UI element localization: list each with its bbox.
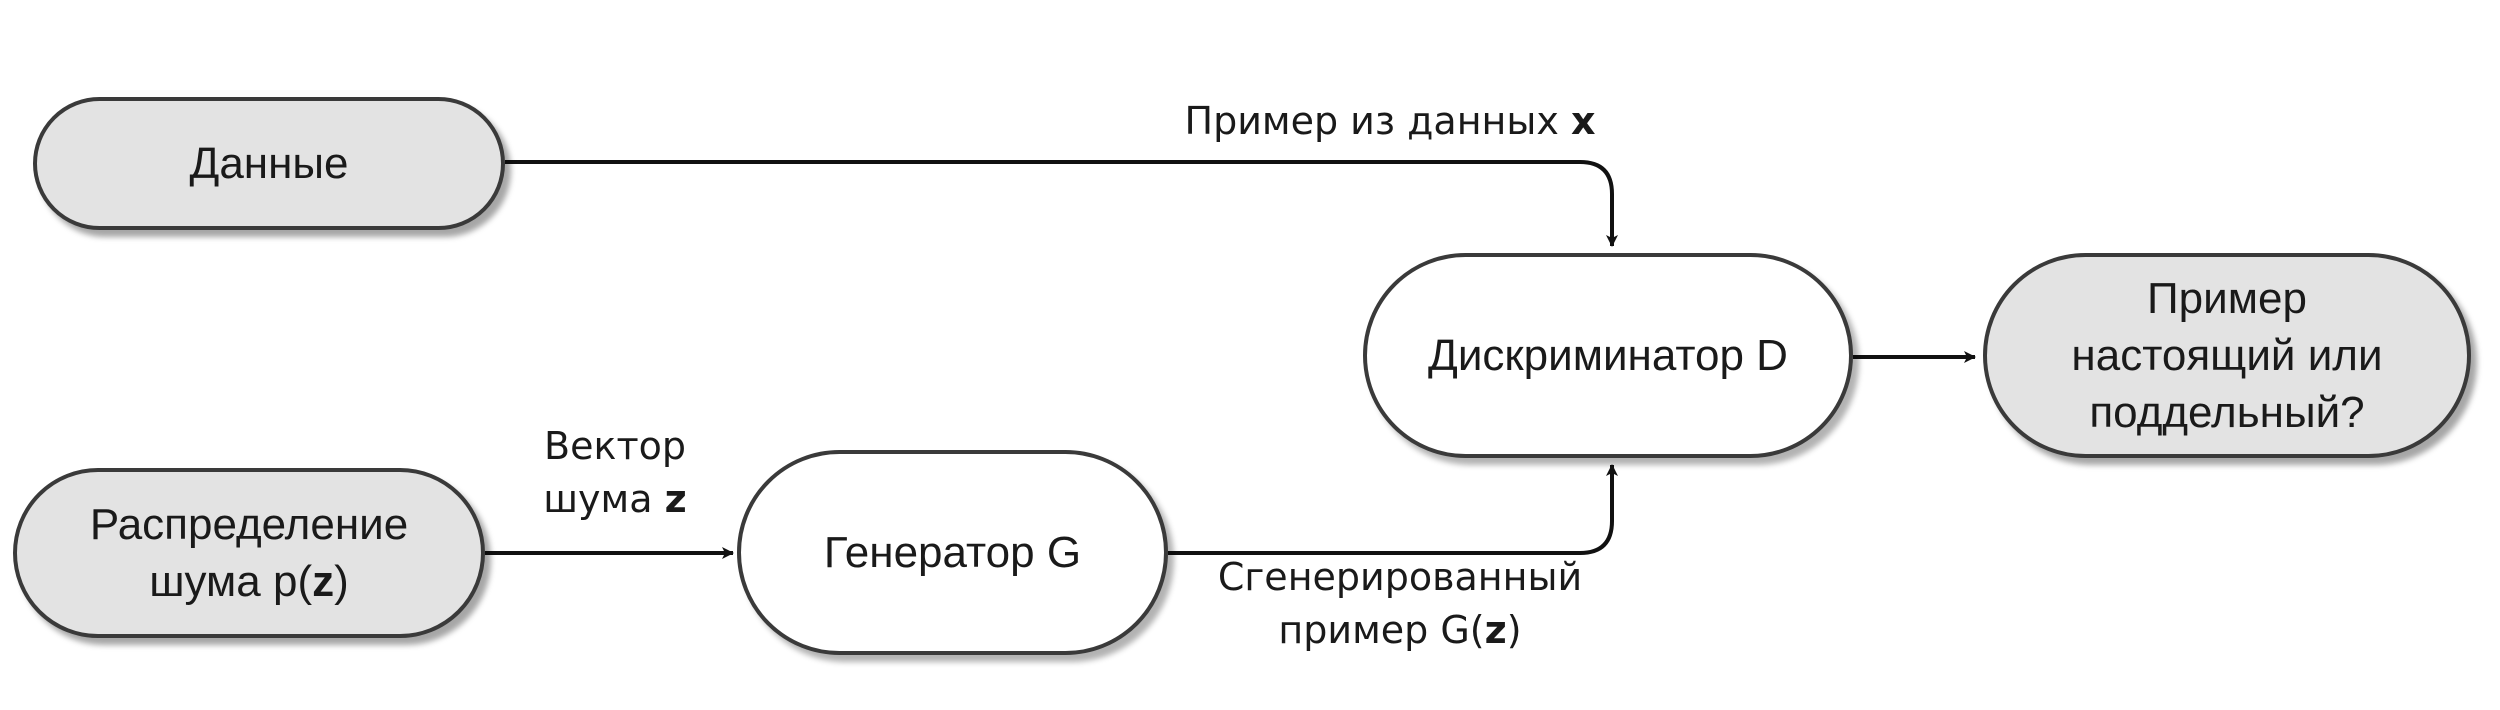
real-sample-label: Пример из данных x xyxy=(1184,99,1596,143)
generator-label: Генератор G xyxy=(823,527,1082,577)
arrow-data-to-discriminator xyxy=(505,160,1618,247)
noise-distribution-line2: шума p(z) xyxy=(149,557,349,606)
result-label: Пример настоящий или поддельный? xyxy=(2071,270,2382,442)
result-node: Пример настоящий или поддельный? xyxy=(1983,253,2471,458)
generated-sample-label: Сгенерированный пример G(z) xyxy=(1217,555,1583,653)
generator-node: Генератор G xyxy=(737,450,1168,655)
data-node-label: Данные xyxy=(189,138,349,188)
noise-vector-label: Вектор шума z xyxy=(543,424,687,522)
result-line3: поддельный? xyxy=(2089,388,2365,438)
result-line2: настоящий или xyxy=(2071,330,2383,380)
result-line1: Пример xyxy=(2147,273,2307,323)
noise-distribution-node: Распределение шума p(z) xyxy=(13,468,485,638)
data-node: Данные xyxy=(33,97,505,230)
discriminator-node: Дискриминатор D xyxy=(1363,253,1853,458)
noise-distribution-line1: Распределение xyxy=(89,499,409,549)
noise-distribution-label: Распределение шума p(z) xyxy=(90,496,408,610)
discriminator-label: Дискриминатор D xyxy=(1428,330,1788,380)
arrow-generator-to-discriminator xyxy=(1168,464,1618,555)
